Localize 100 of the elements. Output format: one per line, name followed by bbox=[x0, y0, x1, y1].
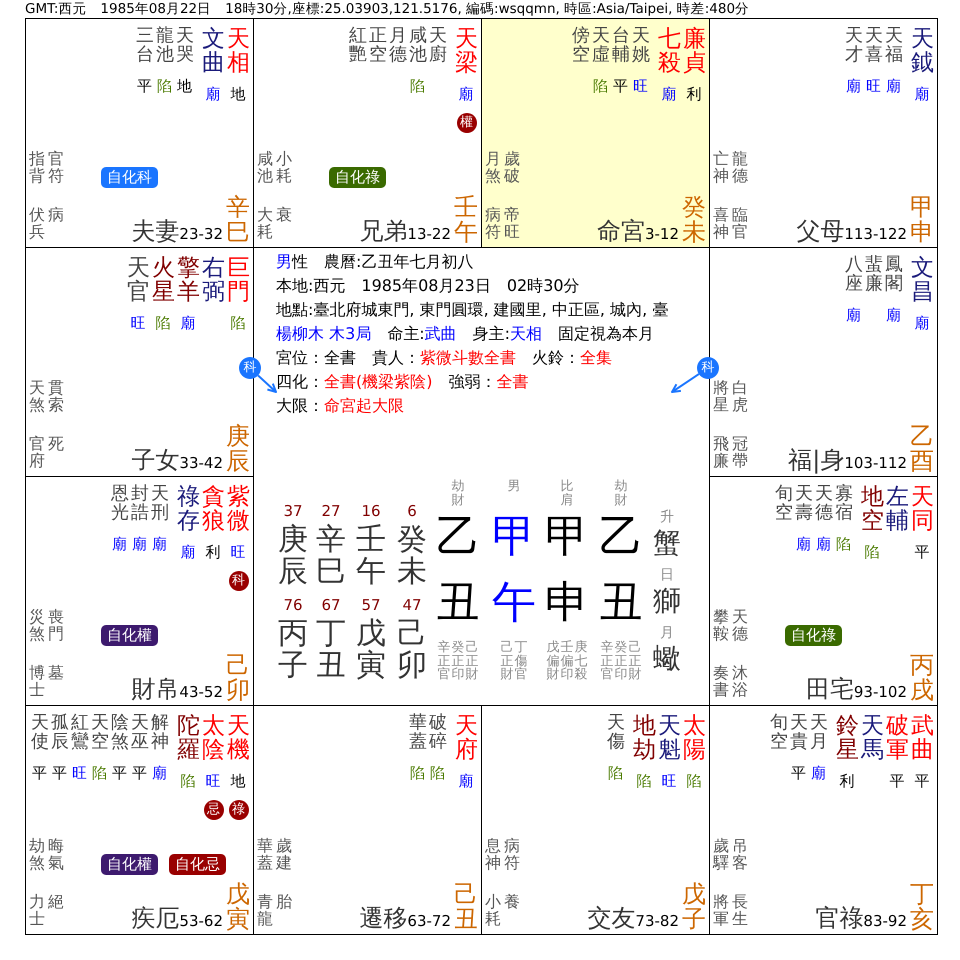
minor-god-label: 伏兵 bbox=[29, 207, 45, 241]
zodiac-label: 獅 bbox=[652, 586, 682, 616]
brightness-label: 旺 bbox=[206, 774, 220, 790]
star-name: 鳳閣 bbox=[885, 256, 903, 294]
age-range: 73-82 bbox=[635, 914, 679, 930]
info-text: 命主: bbox=[387, 326, 425, 343]
hidden-stem-label: 癸正印 bbox=[614, 641, 628, 682]
hidden-stem-label: 辛正官 bbox=[600, 641, 614, 682]
star-name: 天壽 bbox=[795, 485, 813, 523]
minor-god-label: 歲驛 bbox=[713, 838, 729, 872]
brightness-label: 陷 bbox=[156, 316, 170, 332]
minor-god-label: 沐浴 bbox=[732, 665, 748, 699]
age-range: 3-12 bbox=[644, 226, 679, 243]
ten-god-label: 劫財 bbox=[614, 480, 628, 508]
hidden-stem-label: 辛正官 bbox=[438, 641, 450, 682]
stem-branch-label: 戊寅 bbox=[226, 882, 250, 932]
minor-god-label: 災煞 bbox=[29, 609, 45, 643]
heavenly-stem: 甲 bbox=[544, 514, 590, 560]
zodiac-label: 蠍 bbox=[652, 644, 682, 674]
info-text: 天相 bbox=[510, 326, 542, 343]
star-name: 天哭 bbox=[176, 27, 194, 65]
brightness-label: 廟 bbox=[180, 316, 196, 332]
arrow bbox=[257, 374, 277, 393]
brightness-label: 廟 bbox=[914, 87, 930, 103]
heavenly-stem: 乙 bbox=[598, 514, 644, 560]
star-name: 右弼 bbox=[202, 256, 225, 304]
star-name: 天使 bbox=[31, 714, 49, 752]
age-range: 33-42 bbox=[179, 456, 223, 472]
minor-god-label: 病符 bbox=[504, 838, 520, 872]
palace-name: 夫妻 bbox=[131, 218, 180, 244]
minor-god-label: 病 bbox=[48, 207, 64, 224]
minor-god-label: 衰 bbox=[276, 207, 292, 224]
info-text: 貴人： bbox=[372, 350, 420, 367]
star-name: 紫微 bbox=[227, 485, 250, 534]
earthly-branch: 丑 bbox=[435, 580, 481, 626]
brightness-label: 陷 bbox=[410, 79, 425, 95]
brightness-label: 陷 bbox=[430, 766, 445, 782]
transform-badge: 忌 bbox=[204, 800, 224, 820]
star-name: 天馬 bbox=[861, 714, 884, 762]
brightness-label: 廟 bbox=[112, 537, 127, 553]
star-name: 華蓋 bbox=[409, 714, 427, 752]
palace-name: 官祿 bbox=[815, 906, 864, 931]
star-name: 廉貞 bbox=[683, 27, 706, 76]
stem-branch-label: 壬午 bbox=[454, 194, 478, 245]
minor-god-label: 養 bbox=[504, 894, 520, 911]
star-name: 旬空 bbox=[775, 485, 793, 523]
star-name: 太陽 bbox=[683, 714, 706, 762]
minor-god-label: 喜神 bbox=[713, 207, 729, 241]
brightness-label: 廟 bbox=[180, 545, 196, 561]
star-name: 文曲 bbox=[202, 27, 225, 76]
star-name: 天廚 bbox=[429, 27, 447, 65]
star-name: 天姚 bbox=[632, 27, 650, 65]
brightness-label: 平 bbox=[52, 766, 67, 782]
palace-cell bbox=[709, 705, 938, 935]
brightness-label: 廟 bbox=[914, 316, 930, 332]
brightness-label: 廟 bbox=[846, 79, 861, 95]
brightness-label: 陷 bbox=[157, 79, 172, 95]
brightness-label: 廟 bbox=[152, 537, 167, 553]
stem-branch-label: 甲申 bbox=[910, 194, 934, 245]
info-text: 本地:西元 1985年08月23日 02時30分 bbox=[276, 278, 580, 295]
age-range: 93-102 bbox=[854, 684, 907, 701]
stem-branch-label: 戊子 bbox=[682, 882, 706, 932]
minor-god-label: 大耗 bbox=[257, 207, 273, 241]
arrow bbox=[671, 373, 700, 393]
brightness-label: 旺 bbox=[662, 774, 676, 790]
info-text: 強弱： bbox=[448, 374, 496, 391]
info-text: 四化： bbox=[276, 374, 324, 391]
minor-god-label: 奏書 bbox=[713, 665, 729, 699]
star-name: 天貴 bbox=[790, 714, 808, 752]
age-range: 23-32 bbox=[179, 226, 223, 243]
star-name: 咸池 bbox=[409, 27, 427, 65]
minor-god-label: 將星 bbox=[713, 380, 729, 414]
star-name: 紅鸞 bbox=[71, 714, 89, 752]
star-name: 寡宿 bbox=[835, 485, 853, 523]
ten-god-label: 劫財 bbox=[452, 480, 464, 508]
star-name: 恩光 bbox=[111, 485, 129, 523]
zodiac-label: 月 bbox=[659, 626, 675, 641]
minor-god-label: 將軍 bbox=[713, 894, 729, 928]
ten-god-label: 男 bbox=[508, 480, 520, 494]
hidden-stem-label: 己正財 bbox=[500, 641, 514, 682]
star-name: 天巫 bbox=[131, 714, 149, 752]
star-name: 傍空 bbox=[572, 27, 590, 65]
brightness-label: 平 bbox=[132, 766, 147, 782]
luck-pillar-label: 辛巳 bbox=[316, 524, 346, 587]
star-name: 天鉞 bbox=[911, 27, 934, 76]
star-name: 文昌 bbox=[911, 256, 934, 304]
brightness-label: 陷 bbox=[410, 766, 425, 782]
star-name: 巨門 bbox=[227, 256, 250, 304]
star-name: 解神 bbox=[151, 714, 169, 752]
hidden-stem-label: 癸正印 bbox=[452, 641, 464, 682]
brightness-label: 旺 bbox=[633, 79, 648, 95]
brightness-label: 旺 bbox=[230, 545, 246, 561]
star-name: 七殺 bbox=[658, 27, 681, 76]
minor-god-label: 攀鞍 bbox=[713, 609, 729, 643]
brightness-label: 平 bbox=[32, 766, 47, 782]
star-name: 地劫 bbox=[633, 714, 656, 762]
star-name: 天空 bbox=[91, 714, 109, 752]
heavenly-stem: 乙 bbox=[435, 514, 481, 560]
brightness-label: 廟 bbox=[811, 766, 826, 782]
brightness-label: 廟 bbox=[886, 79, 901, 95]
